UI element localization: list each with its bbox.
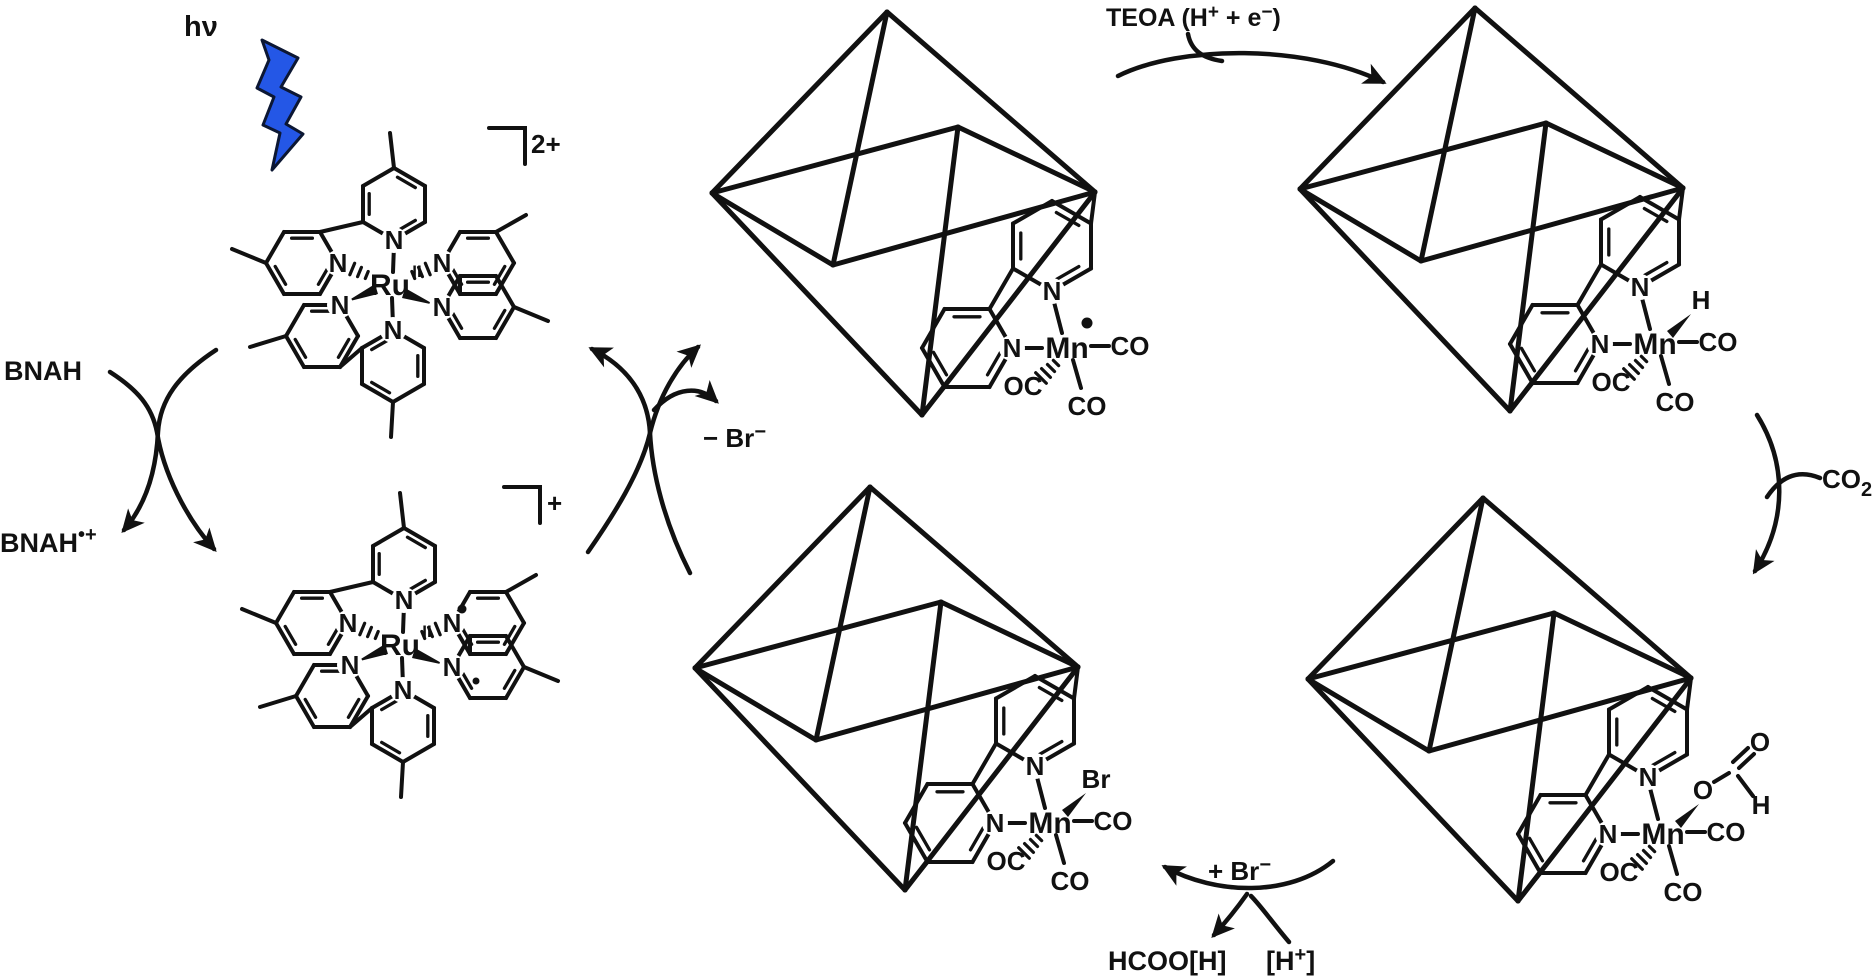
teoa-oxidation-arrow <box>1115 50 1387 85</box>
radical-dot <box>1081 317 1093 329</box>
ru-reduction-arrow <box>107 369 217 552</box>
co2-feed-line <box>1764 472 1823 500</box>
carbonyl-left-label: OC <box>987 846 1026 876</box>
radical-dot <box>457 604 467 614</box>
oxidized-reductant-label: BNAH•+ <box>0 524 97 558</box>
carbonyl-right-label: CO <box>1094 806 1133 836</box>
ruthenium-atom: Ru <box>380 629 420 662</box>
carbonyl-left-label: OC <box>1600 857 1639 887</box>
co2-addition-arrow <box>1752 412 1782 575</box>
carbonyl-bottom-label: CO <box>1664 877 1703 907</box>
nitrogen-atom: N <box>339 608 358 638</box>
nitrogen-atom: N <box>443 652 462 682</box>
nitrogen-atom: N <box>329 248 348 278</box>
teoa-label: TEOA (H+ + e−) <box>1106 2 1281 32</box>
ruthenium-atom: Ru <box>370 269 410 302</box>
nitrogen-atom: N <box>1639 762 1658 792</box>
formate-release-arrow <box>1211 891 1250 938</box>
charge-bracket-reduced <box>502 485 542 525</box>
nitrogen-atom: N <box>1631 272 1650 302</box>
nitrogen-atom: N <box>1003 333 1022 363</box>
teoa-feed-line <box>1185 31 1225 64</box>
formate-carbonyl-oxygen-label: O <box>1750 727 1770 757</box>
reductant-label: BNAH <box>4 356 82 386</box>
carbonyl-right-label: CO <box>1707 817 1746 847</box>
charge-bracket-excited <box>487 126 527 166</box>
bromide-release-label: − Br− <box>703 421 766 453</box>
nitrogen-atom: N <box>385 225 404 255</box>
carbonyl-bottom-label: CO <box>1051 866 1090 896</box>
nitrogen-atom: N <box>433 248 452 278</box>
nitrogen-atom: N <box>1043 276 1062 306</box>
charge-label-excited: 2+ <box>531 129 561 159</box>
lightning-bolt-icon <box>255 38 305 172</box>
carbonyl-right-label: CO <box>1111 331 1150 361</box>
formate-oxygen-label: O <box>1693 775 1713 805</box>
axial-ligand-label: Br <box>1082 764 1111 794</box>
co2-label: CO2 <box>1822 464 1872 501</box>
nitrogen-atom: N <box>394 675 413 705</box>
charge-label-reduced: + <box>547 488 562 518</box>
carbonyl-left-label: OC <box>1592 367 1631 397</box>
proton-feed-line <box>1248 893 1292 945</box>
electron-transfer-arrow <box>585 344 701 555</box>
nitrogen-atom: N <box>433 292 452 322</box>
formic-acid-label: HCOO[H] <box>1108 946 1226 976</box>
carbonyl-left-label: OC <box>1004 371 1043 401</box>
bromide-return-arrow <box>1161 858 1336 891</box>
carbonyl-bottom-label: CO <box>1656 387 1695 417</box>
carbonyl-bottom-label: CO <box>1068 391 1107 421</box>
nitrogen-atom: N <box>1591 329 1610 359</box>
carbonyl-right-label: CO <box>1699 327 1738 357</box>
formate-hydrogen-label: H <box>1752 790 1771 820</box>
ruthenium-oxidation-state: II <box>422 622 431 641</box>
photon-label: hν <box>184 11 218 43</box>
nitrogen-atom: N <box>1026 751 1045 781</box>
nitrogen-atom: N <box>331 290 350 320</box>
axial-ligand-label: H <box>1692 285 1711 315</box>
nitrogen-atom: N <box>443 608 462 638</box>
radical-dot <box>472 677 480 685</box>
proton-label: [H+] <box>1266 944 1315 976</box>
bromide-return-label: + Br− <box>1208 854 1271 886</box>
ruthenium-oxidation-state: II <box>412 262 421 281</box>
manganese-atom: Mn <box>1045 332 1088 365</box>
nitrogen-atom: N <box>384 315 403 345</box>
nitrogen-atom: N <box>395 585 414 615</box>
bnah-oxidation-arrow <box>121 347 219 534</box>
bromide-release-arrow <box>651 379 719 413</box>
nitrogen-atom: N <box>986 808 1005 838</box>
nitrogen-atom: N <box>1599 819 1618 849</box>
nitrogen-atom: N <box>341 650 360 680</box>
